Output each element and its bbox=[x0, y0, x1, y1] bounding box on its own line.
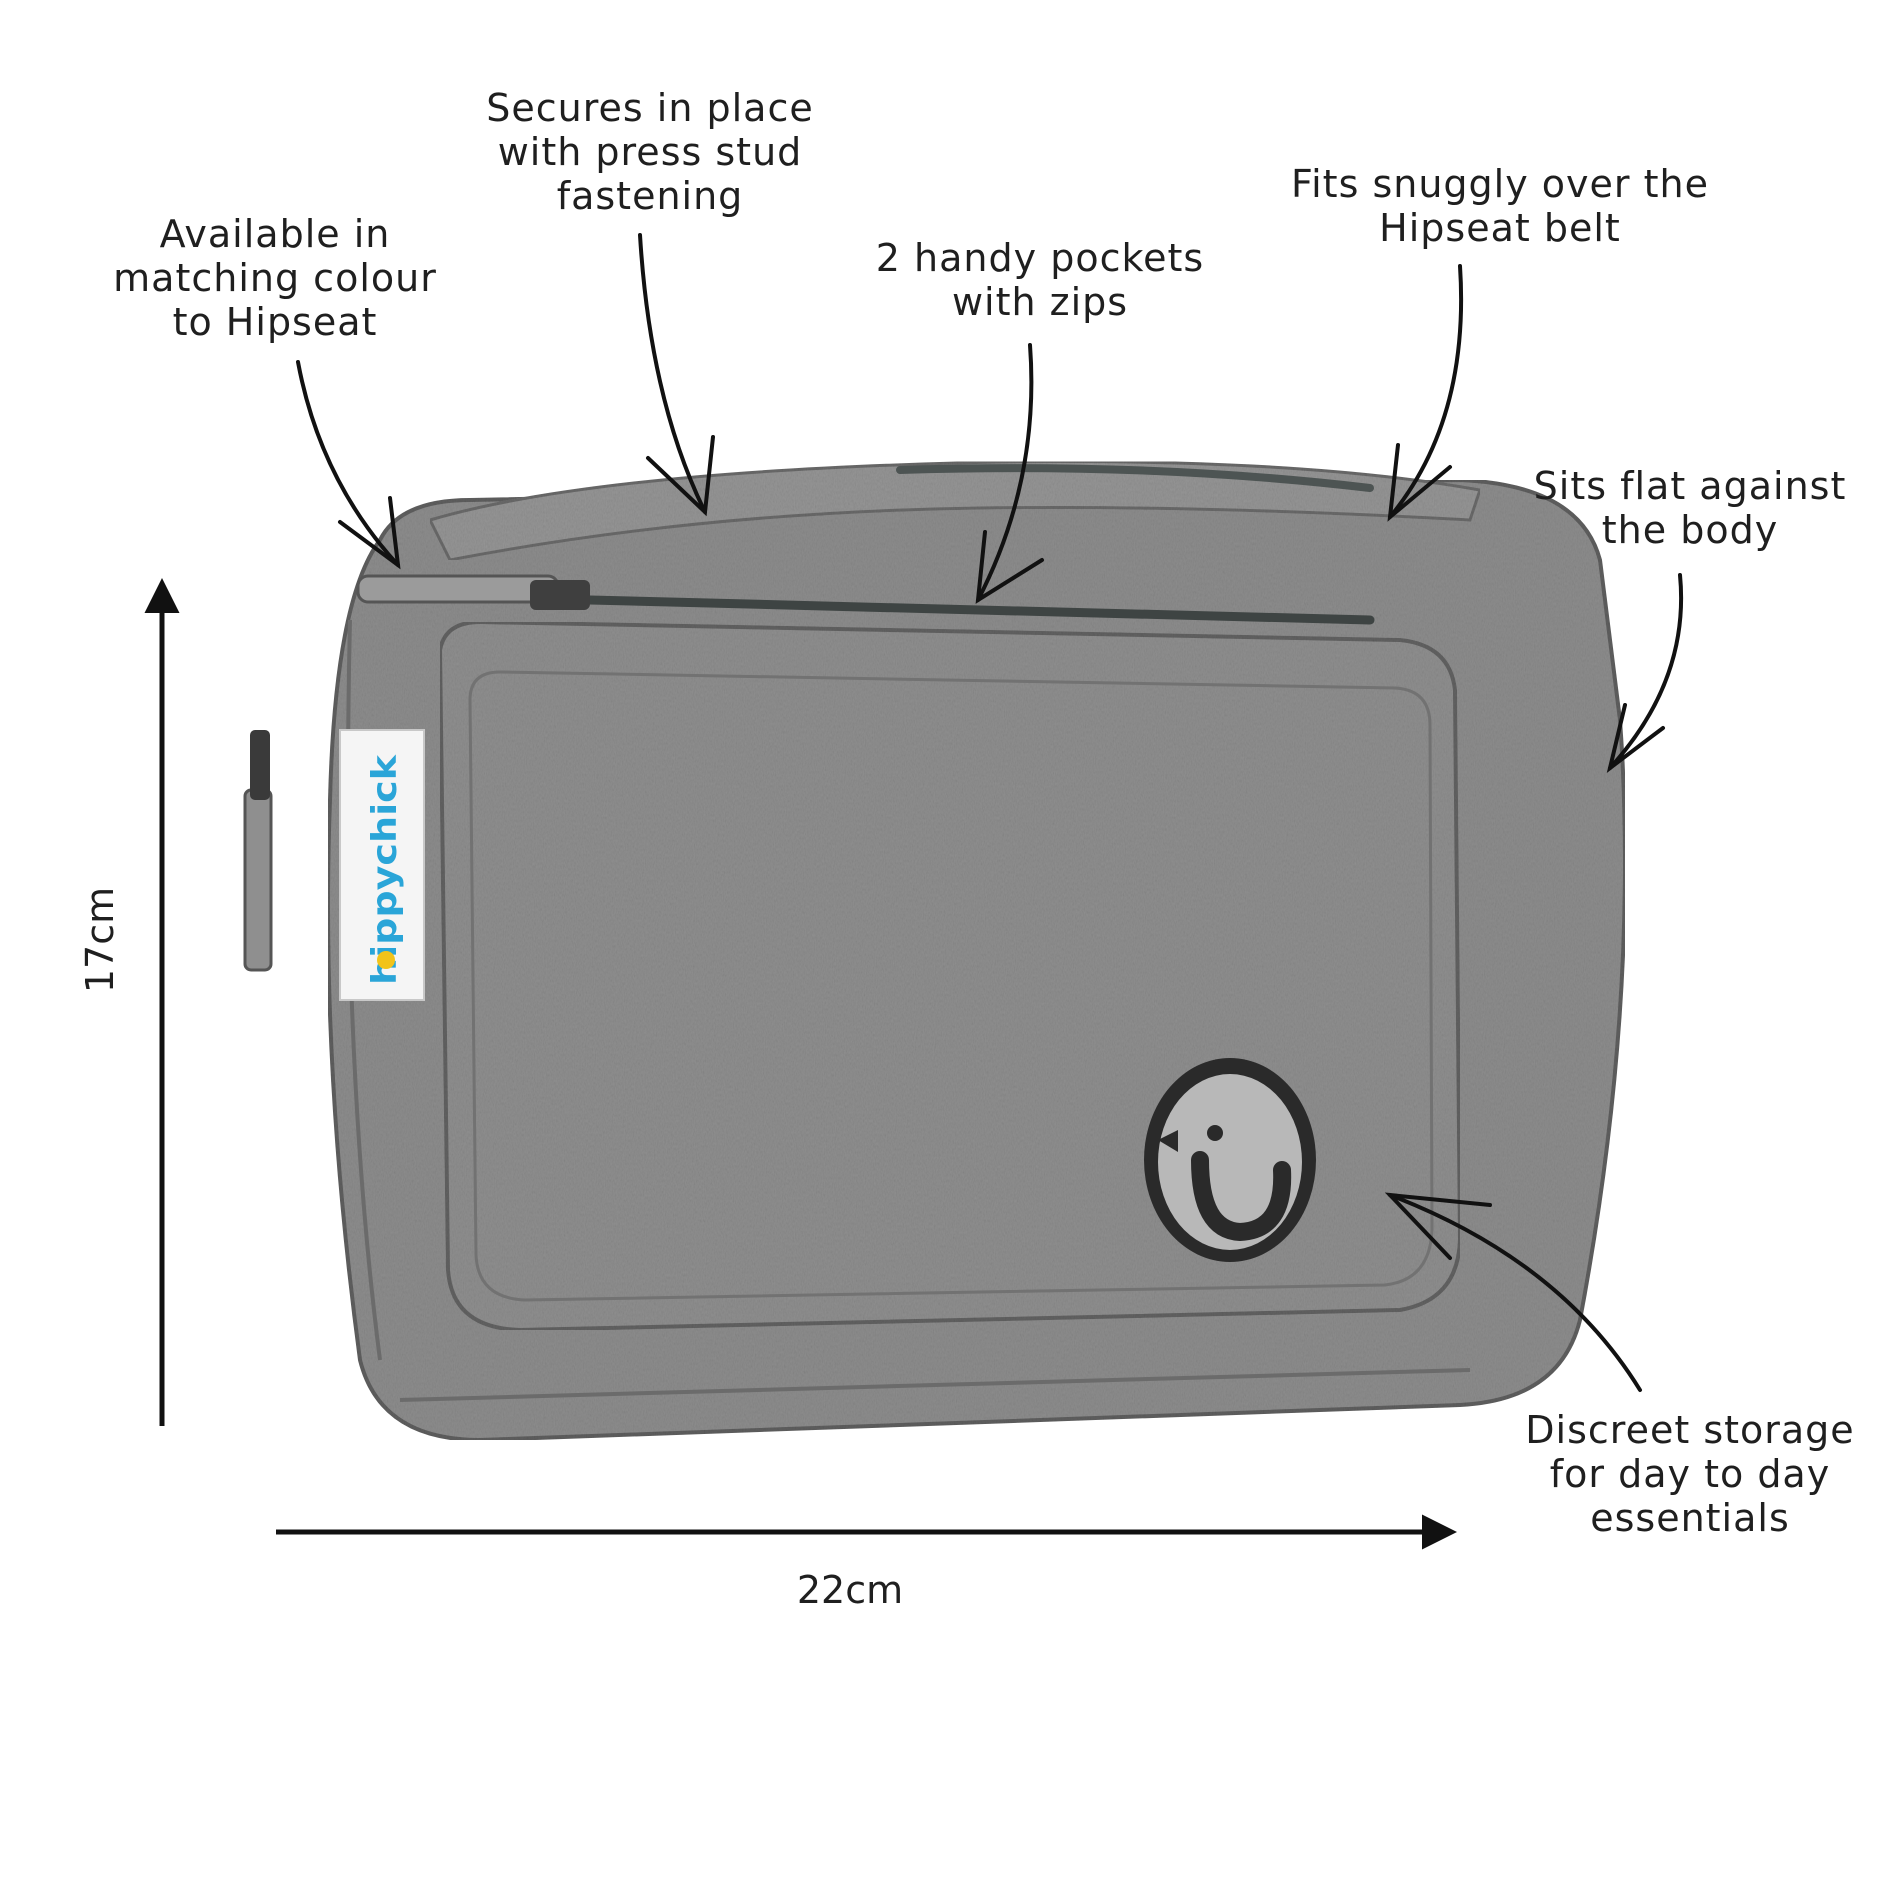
brand-tag-text: hippychick bbox=[365, 753, 405, 985]
pointer-colour bbox=[296, 360, 400, 567]
annotation-colour: Available in matching colour to Hipseat bbox=[113, 212, 437, 344]
width-dimension-label: 22cm bbox=[796, 1568, 904, 1612]
chick-logo-patch-icon bbox=[1144, 1058, 1316, 1262]
pointer-pockets bbox=[976, 343, 1034, 602]
pointer-flat bbox=[1608, 573, 1684, 770]
brand-tag: hippychick bbox=[339, 729, 425, 1001]
pocket-zip bbox=[585, 595, 1375, 625]
top-zip bbox=[896, 464, 1374, 492]
annotation-pockets: 2 handy pockets with zips bbox=[875, 236, 1205, 324]
outer-seam-bottom bbox=[399, 1368, 1471, 1402]
pointer-storage bbox=[1388, 1193, 1642, 1392]
annotation-belt: Fits snuggly over the Hipseat belt bbox=[1291, 162, 1709, 250]
pointer-belt bbox=[1388, 264, 1464, 519]
annotation-storage: Discreet storage for day to day essentia… bbox=[1525, 1408, 1855, 1540]
annotation-pointers bbox=[296, 233, 1684, 1392]
annotation-sits-flat: Sits flat against the body bbox=[1533, 464, 1847, 552]
pointer-stud bbox=[638, 233, 707, 514]
annotation-press-stud: Secures in place with press stud fasteni… bbox=[486, 86, 814, 218]
side-zipper-pull-icon bbox=[243, 730, 273, 972]
front-pocket-panel bbox=[437, 619, 1463, 1333]
height-dimension-label: 17cm bbox=[78, 886, 122, 994]
zipper-pull-icon bbox=[356, 574, 590, 610]
